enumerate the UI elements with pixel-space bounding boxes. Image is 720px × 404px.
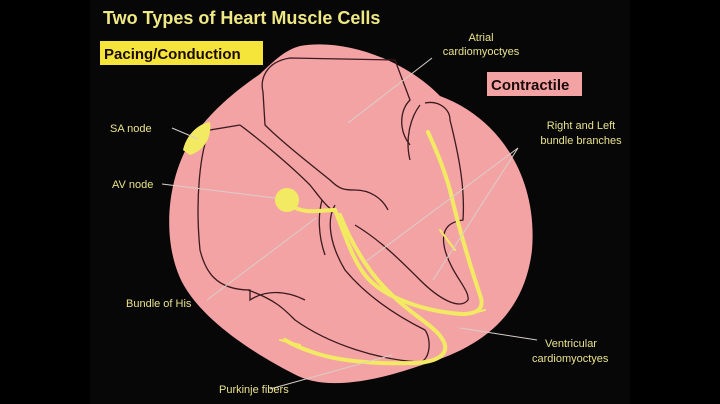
bundle-of-his bbox=[288, 203, 337, 214]
leader-purkinje bbox=[269, 354, 393, 390]
contractile-label: Contractile bbox=[491, 77, 569, 94]
leader-bundle-his bbox=[206, 217, 317, 301]
heart-shape bbox=[169, 44, 533, 384]
leader-branches-right bbox=[364, 147, 519, 263]
label-ventricular-2: cardiomyoctyes bbox=[532, 353, 609, 365]
left-letterbox bbox=[0, 0, 90, 404]
right-ventricle-wall bbox=[354, 101, 469, 305]
label-av-node: AV node bbox=[112, 179, 153, 191]
leader-ventricular bbox=[459, 327, 538, 341]
label-bundle-his: Bundle of His bbox=[126, 298, 192, 310]
contractile-box bbox=[487, 72, 582, 96]
label-branches-1: Right and Left bbox=[547, 120, 616, 132]
leader-av-node bbox=[161, 183, 276, 199]
pacing-box bbox=[100, 41, 263, 65]
left-bundle-branch bbox=[283, 213, 448, 366]
left-atrium-wall bbox=[197, 124, 333, 302]
leader-sa-node bbox=[171, 127, 199, 140]
right-letterbox bbox=[630, 0, 720, 404]
label-branches-2: bundle branches bbox=[540, 135, 622, 147]
label-atrial-1: Atrial bbox=[468, 32, 493, 44]
diagram-title: Two Types of Heart Muscle Cells bbox=[103, 8, 380, 28]
septum-wall bbox=[247, 199, 430, 363]
leader-branches-left bbox=[432, 147, 519, 281]
purkinje-fibers bbox=[279, 229, 486, 346]
label-sa-node: SA node bbox=[110, 123, 152, 135]
label-atrial-2: cardiomyoctyes bbox=[443, 46, 520, 58]
label-purkinje: Purkinje fibers bbox=[219, 384, 289, 396]
right-bundle-branch bbox=[333, 130, 484, 316]
right-atrium-wall bbox=[261, 57, 411, 211]
pacing-label: Pacing/Conduction bbox=[104, 46, 241, 63]
leader-atrial bbox=[347, 57, 433, 124]
label-ventricular-1: Ventricular bbox=[545, 338, 597, 350]
